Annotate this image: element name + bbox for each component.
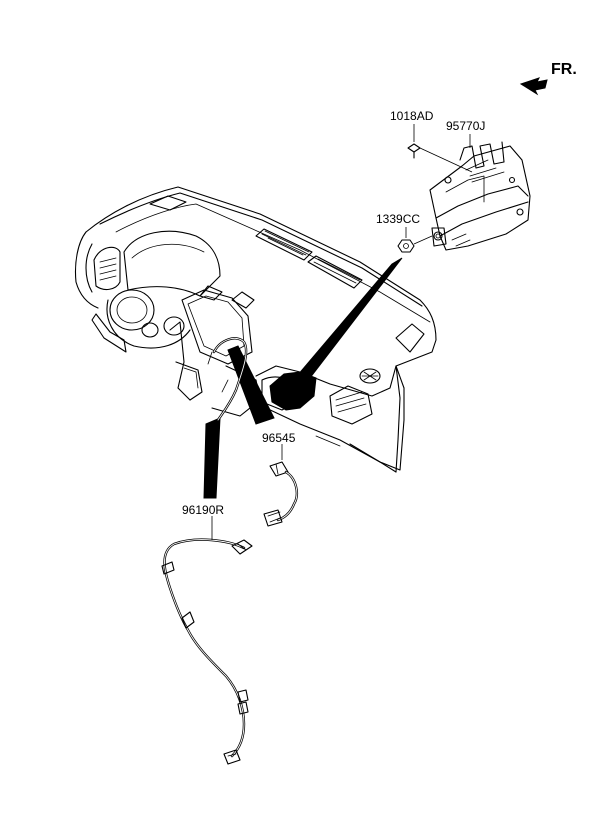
callout-wedges <box>203 257 403 499</box>
part-label-96545: 96545 <box>262 431 296 445</box>
part-label-96190r: 96190R <box>182 503 224 517</box>
bracket-95770j <box>429 141 531 251</box>
front-arrow-icon <box>519 77 548 96</box>
direction-label: FR. <box>551 61 577 78</box>
dash-harness <box>207 337 248 422</box>
dashboard-crash-pad <box>74 186 437 473</box>
screw-1018ad-icon <box>407 143 473 173</box>
cable-96190r <box>161 516 253 765</box>
part-label-1018ad: 1018AD <box>390 109 434 123</box>
cable-96545 <box>263 444 298 527</box>
nut-1339cc-icon <box>397 235 433 253</box>
part-label-95770j: 95770J <box>446 119 485 133</box>
part-label-1339cc: 1339CC <box>376 212 420 226</box>
